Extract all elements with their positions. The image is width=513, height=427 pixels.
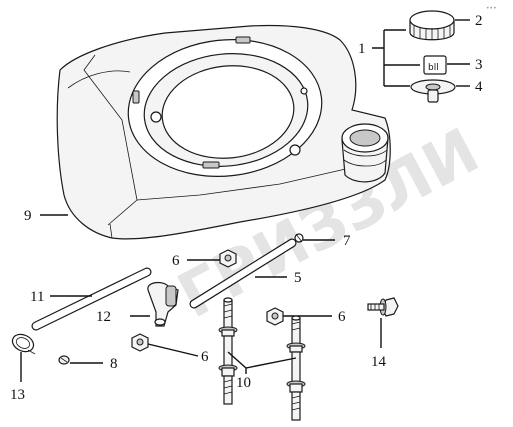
hose-clip-7 xyxy=(294,233,304,243)
stud-10-left xyxy=(218,297,238,405)
corner-mark: ••• xyxy=(486,5,497,12)
nut-6-lower xyxy=(131,333,149,352)
filler-neck xyxy=(341,123,389,183)
stud-10-right xyxy=(286,315,306,421)
callout-13: 13 xyxy=(10,387,25,403)
cap-gasket xyxy=(410,79,456,103)
callout-4: 4 xyxy=(475,79,483,95)
callout-12: 12 xyxy=(96,309,111,325)
bracket-1 xyxy=(372,29,420,87)
callout-3: 3 xyxy=(475,57,483,73)
fuel-cap xyxy=(409,10,455,41)
leader-10 xyxy=(227,351,297,374)
fuel-cock-12 xyxy=(147,281,179,327)
callout-2: 2 xyxy=(475,13,483,29)
callout-6c: 6 xyxy=(201,349,209,365)
callout-6a: 6 xyxy=(172,253,180,269)
fuel-hose-5 xyxy=(189,238,297,309)
leader-6c xyxy=(147,343,199,357)
callout-10: 10 xyxy=(236,375,251,391)
nut-6-right xyxy=(266,307,284,326)
callout-7: 7 xyxy=(343,233,351,249)
cap-sticker: bll xyxy=(423,55,447,75)
hose-clamp-13 xyxy=(11,333,36,355)
callout-9: 9 xyxy=(24,208,32,224)
fuel-hose-11 xyxy=(31,267,152,331)
callout-5: 5 xyxy=(294,270,302,286)
callout-1: 1 xyxy=(358,41,366,57)
cap-sticker-text: bll xyxy=(428,63,439,73)
callout-8: 8 xyxy=(110,356,118,372)
fuel-tank-body xyxy=(56,24,391,240)
callout-14: 14 xyxy=(371,354,387,370)
callout-11: 11 xyxy=(30,289,44,305)
screw-8 xyxy=(58,355,70,365)
nut-6-upper xyxy=(219,249,237,268)
bolt-14 xyxy=(367,297,399,317)
callout-6b: 6 xyxy=(338,309,346,325)
